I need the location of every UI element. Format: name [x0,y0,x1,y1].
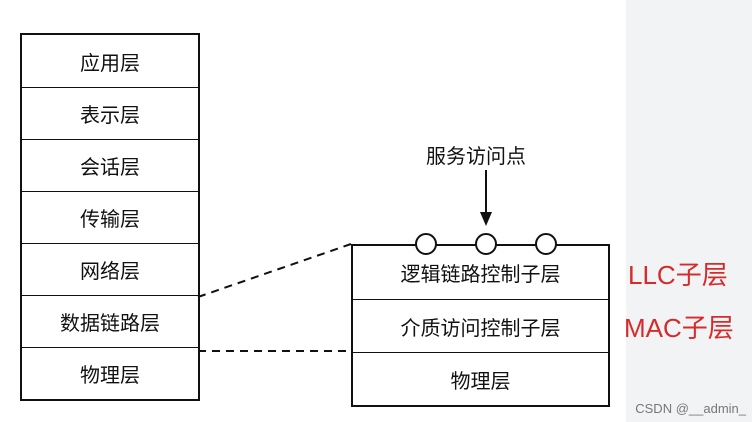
osi-layer-transport: 传输层 [22,191,198,243]
mac-callout: MAC子层 [624,313,734,343]
llc-callout: LLC子层 [628,260,728,290]
osi-layer-application: 应用层 [80,50,140,75]
service-access-point-label: 服务访问点 [426,144,526,168]
service-access-point-circle [535,233,557,255]
sublayer-llc: 逻辑链路控制子层 [400,262,561,286]
osi-model-stack: 应用层 表示层 会话层 传输层 网络层 数据链路层 物理层 [20,33,200,401]
osi-layer-session: 会话层 [22,139,198,191]
service-access-point-circle [475,233,497,255]
service-access-point-circle [415,233,437,255]
sublayer-physical: 物理层 [353,352,608,405]
right-backdrop [626,0,752,422]
data-link-detail-stack: 逻辑链路控制子层 介质访问控制子层 物理层 [351,244,610,407]
sublayer-mac: 介质访问控制子层 [353,299,608,352]
watermark: CSDN @__admin_ [635,401,746,416]
osi-layer-data-link: 数据链路层 [22,295,198,347]
osi-layer-physical: 物理层 [22,347,198,399]
osi-layer-network: 网络层 [22,243,198,295]
osi-layer-presentation: 表示层 [22,87,198,139]
